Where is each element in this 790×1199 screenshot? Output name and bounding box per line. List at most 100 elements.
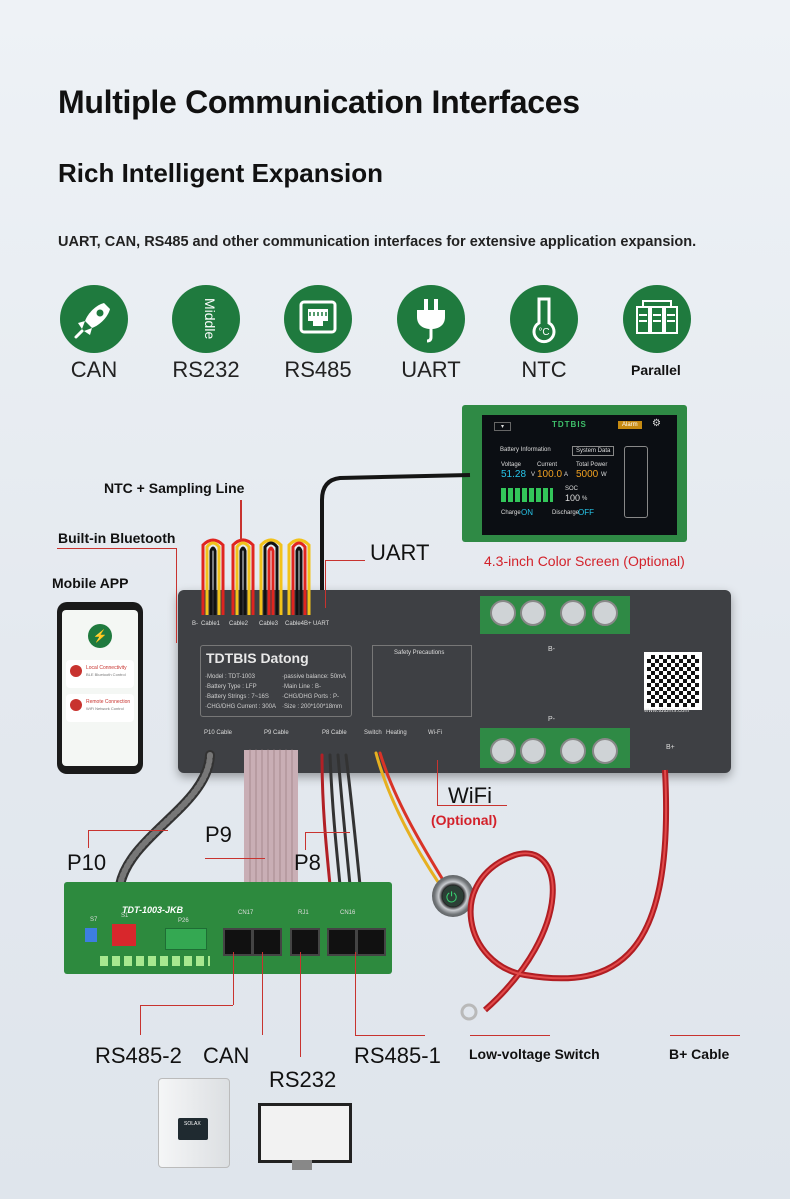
- rj45-port-rs485-1a[interactable]: [327, 928, 357, 956]
- pcb-silk-rj1: RJ1: [298, 910, 309, 916]
- port-label-p9: P9 Cable: [264, 730, 289, 736]
- top-port-cable4: Cable4: [285, 621, 305, 627]
- screen-power-label: Total Power: [576, 462, 608, 468]
- top-port-cable1: Cable1: [201, 621, 221, 627]
- screen-voltage-unit: V: [531, 472, 536, 478]
- port-label-p8: P8 Cable: [322, 730, 347, 736]
- dip-switch-s7[interactable]: [85, 928, 97, 942]
- status-leds: [100, 956, 210, 966]
- callout-wifi-optional: (Optional): [431, 812, 498, 828]
- screen-power-unit: W: [601, 472, 607, 478]
- rj45-port-rs485-2[interactable]: [223, 928, 253, 956]
- callout-wifi: WiFi: [448, 783, 492, 808]
- svg-text:°C: °C: [538, 327, 549, 338]
- callout-p9: P9: [205, 822, 232, 847]
- bms-board: [178, 590, 731, 773]
- b-minus-label: B-: [548, 646, 555, 653]
- bms-title: TDTBIS Datong: [206, 650, 309, 666]
- callout-mobile: Mobile APP: [52, 575, 129, 591]
- rj45-port-rs485-1b[interactable]: [356, 928, 386, 956]
- inverter-display: [178, 1118, 208, 1140]
- callout-low-voltage-switch: Low-voltage Switch: [469, 1046, 600, 1062]
- inverter-brand: SOLAX: [184, 1121, 201, 1127]
- spec-left-4: ·CHG/DHG Current : 300A: [205, 704, 277, 710]
- screen-battery-graphic: [624, 446, 648, 518]
- top-port-cable3: Cable3: [259, 621, 279, 627]
- icon-label-rs232: RS232: [172, 357, 240, 382]
- spec-left-1: ·Model : TDT-1003: [205, 674, 255, 680]
- pcb-silk-s7: S7: [90, 917, 98, 923]
- screen-discharge-label: Discharge: [552, 510, 580, 516]
- dip-switch-s1[interactable]: [112, 924, 136, 946]
- battery-pack-icon: [623, 285, 691, 353]
- screen-voltage-value: 51.28: [501, 469, 527, 480]
- screen-current-unit: A: [564, 472, 569, 478]
- color-screen: [482, 415, 677, 535]
- port-label-wifi: Wi-Fi: [428, 730, 442, 736]
- spec-right-1: ·passive balance: 50mA: [282, 674, 347, 680]
- screen-discharge-value: OFF: [578, 508, 594, 517]
- screen-brand: TDTBIS: [552, 420, 587, 429]
- screen-soc-label: SOC: [565, 486, 579, 492]
- bluetooth-icon: [70, 665, 82, 677]
- top-port-bplus: B+: [304, 621, 312, 627]
- signal-cables: [115, 749, 448, 890]
- screen-cable: [320, 473, 471, 610]
- screen-alarm: Alarm: [618, 421, 642, 429]
- pcb-silk-p26: P26: [178, 918, 189, 924]
- callout-can: CAN: [203, 1043, 250, 1068]
- wifi-icon: [70, 699, 82, 711]
- screen-charge-label: Charge: [501, 510, 521, 516]
- middle-badge-icon: Middle: [172, 285, 240, 353]
- safety-plate: [372, 645, 472, 717]
- p-minus-label: P-: [548, 716, 555, 723]
- top-port-cable2: Cable2: [229, 621, 249, 627]
- spec-right-4: ·Size : 200*100*18mm: [282, 704, 343, 710]
- page-title: Multiple Communication Interfaces: [58, 84, 580, 120]
- spec-left-2: ·Battery Type : LFP: [205, 684, 257, 690]
- phone-row2-title: Remote Connection: [86, 699, 131, 705]
- power-icon: ⏻: [446, 889, 458, 905]
- gear-icon: ⚙: [652, 418, 661, 429]
- callout-p8: P8: [294, 850, 321, 875]
- rj45-port-rs232[interactable]: [290, 928, 320, 956]
- plug-icon: [397, 285, 465, 353]
- screen-current-value: 100.0: [537, 469, 563, 480]
- bms-label-plate: [200, 645, 352, 717]
- icon-label-parallel: Parallel: [631, 362, 681, 378]
- callout-rs485-1: RS485-1: [354, 1043, 441, 1068]
- middle-badge-text: Middle: [202, 298, 218, 340]
- safety-title: Safety Precautions: [394, 650, 445, 656]
- callout-bluetooth: Built-in Bluetooth: [58, 530, 176, 546]
- pcb-silk-s1: S1: [121, 913, 129, 919]
- b-plus-label: B+: [666, 744, 675, 751]
- screen-dropdown: ▾: [494, 422, 512, 431]
- callout-uart: UART: [370, 540, 430, 565]
- monitor-stand: [292, 1160, 312, 1170]
- spec-right-2: ·Main Line : B-: [282, 684, 322, 690]
- screen-voltage-label: Voltage: [501, 462, 522, 468]
- screen-charge-value: ON: [521, 508, 533, 517]
- qr-code: [644, 652, 702, 710]
- pcb-silk-cn16: CN16: [340, 910, 356, 916]
- callout-p10: P10: [67, 850, 107, 875]
- screen-soc-bar: [501, 488, 553, 502]
- callout-bplus-cable: B+ Cable: [669, 1046, 730, 1062]
- rocket-icon: [60, 285, 128, 353]
- low-voltage-switch: [432, 875, 474, 917]
- icon-label-ntc: NTC: [521, 357, 567, 382]
- phone-row1-sub: BLE Bluetooth Control: [86, 672, 126, 677]
- port-label-heating: Heating: [386, 730, 407, 736]
- page-subtitle: Rich Intelligent Expansion: [58, 158, 384, 188]
- screen-soc-unit: %: [582, 496, 588, 502]
- screen-tab-battery: Battery Information: [500, 447, 551, 453]
- icon-label-rs485: RS485: [284, 357, 352, 382]
- screen-current-label: Current: [537, 462, 558, 468]
- screen-soc-value: 100: [565, 493, 581, 503]
- rj45-port-can[interactable]: [252, 928, 282, 956]
- callout-ntc: NTC + Sampling Line: [104, 480, 245, 496]
- b-plus-cable: [460, 769, 670, 1021]
- pcb-title: TDT-1003-JKB: [122, 905, 184, 915]
- shield-icon: ⚡: [88, 624, 112, 648]
- monitor-device: [258, 1103, 352, 1163]
